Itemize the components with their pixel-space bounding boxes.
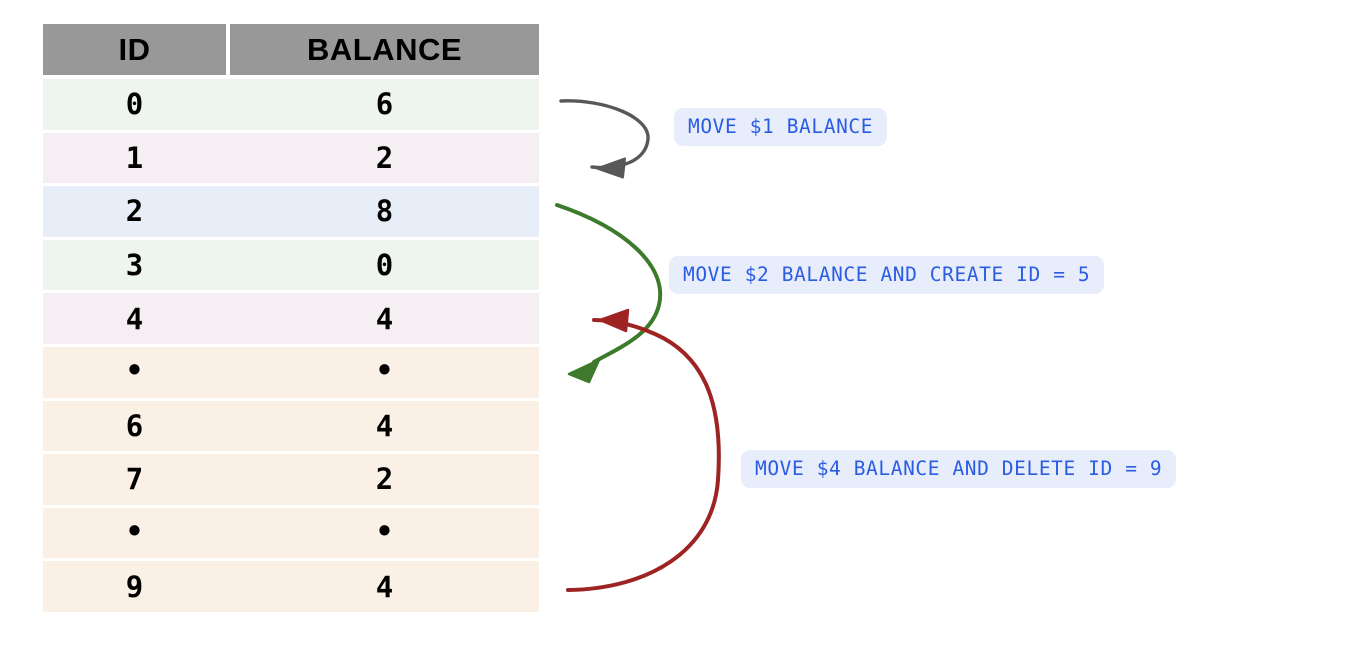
cell-balance: 4 — [375, 408, 394, 443]
table-header-row: ID BALANCE — [43, 24, 539, 75]
table-row[interactable]: 4 4 — [43, 293, 539, 344]
column-header-id: ID — [43, 24, 226, 75]
cell-balance-ellipsis: • — [375, 352, 394, 387]
cell-id: 1 — [125, 140, 144, 175]
move-4-balance-arrow — [566, 308, 721, 592]
table-row[interactable]: 9 4 — [43, 561, 539, 612]
table-row[interactable]: 7 2 — [43, 454, 539, 505]
cell-balance: 0 — [375, 248, 394, 283]
cell-id: 4 — [125, 301, 144, 336]
table-row[interactable]: 6 4 — [43, 400, 539, 452]
callout-move-2-balance: MOVE $2 BALANCE AND CREATE ID = 5 — [669, 256, 1105, 295]
cell-balance: 2 — [375, 140, 394, 175]
cell-id-ellipsis: • — [125, 352, 144, 387]
table-row[interactable]: 0 6 — [43, 79, 539, 130]
cell-balance: 4 — [375, 569, 394, 604]
balance-table: ID BALANCE 0 6 1 2 2 8 3 0 4 4 • • 6 — [43, 24, 539, 615]
table-row[interactable]: 2 8 — [43, 186, 539, 237]
move-2-balance-arrow — [555, 203, 663, 384]
table-row[interactable]: 1 2 — [43, 132, 539, 184]
callout-move-4-balance: MOVE $4 BALANCE AND DELETE ID = 9 — [741, 450, 1177, 489]
cell-id: 3 — [125, 248, 144, 283]
cell-balance: 6 — [375, 87, 394, 122]
table-row-ellipsis: • • — [43, 507, 539, 559]
cell-balance: 2 — [375, 462, 394, 497]
table-row-ellipsis: • • — [43, 346, 539, 398]
cell-balance-ellipsis: • — [375, 513, 394, 548]
column-header-balance: BALANCE — [230, 24, 539, 75]
move-1-balance-arrow — [559, 99, 650, 179]
cell-balance: 4 — [375, 301, 394, 336]
cell-id: 0 — [125, 87, 144, 122]
table-row[interactable]: 3 0 — [43, 239, 539, 291]
cell-id: 9 — [125, 569, 144, 604]
callout-move-1-balance: MOVE $1 BALANCE — [674, 108, 888, 147]
cell-id: 7 — [125, 462, 144, 497]
cell-id-ellipsis: • — [125, 513, 144, 548]
cell-id: 6 — [125, 408, 144, 443]
cell-id: 2 — [125, 194, 144, 229]
cell-balance: 8 — [375, 194, 394, 229]
